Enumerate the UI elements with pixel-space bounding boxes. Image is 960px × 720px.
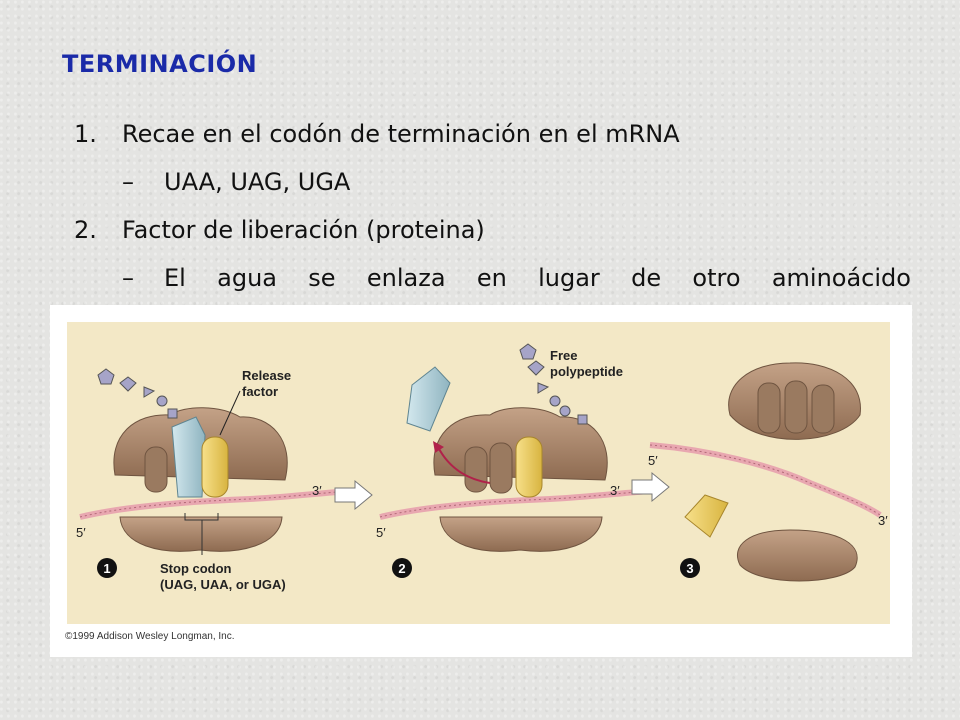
step-2-badge [392, 558, 412, 578]
stop-codon-label-2: (UAG, UAA, or UGA) [160, 577, 286, 592]
figure-credit: ©1999 Addison Wesley Longman, Inc. [65, 631, 235, 642]
release-factor-label-1: Release [242, 368, 291, 383]
slide-title: TERMINACIÓN [62, 50, 258, 78]
five-prime-label: 5′ [76, 525, 86, 540]
list-text: El agua se enlaza en lugar de otro amino… [164, 264, 911, 292]
step-3-large-subunit [728, 362, 861, 440]
list-text: UAA, UAG, UGA [164, 168, 351, 196]
step-1-number: 1 [103, 561, 110, 576]
word: de [631, 264, 662, 292]
word: aminoácido [771, 264, 911, 292]
list-number: 1. [74, 120, 97, 148]
step-2-number: 2 [398, 561, 405, 576]
word: enlaza [366, 264, 446, 292]
list-number: 2. [74, 216, 97, 244]
word: otro [692, 264, 741, 292]
step-2-mrna-bases [379, 490, 651, 518]
step-1-badge [97, 558, 117, 578]
list-dash: – [122, 264, 134, 292]
step-3-mrna [649, 442, 882, 518]
three-prime-label: 3′ [878, 513, 888, 528]
free-polypeptide-label-2: polypeptide [550, 364, 623, 379]
list-dash: – [122, 168, 134, 196]
step-1-polypeptide [97, 368, 178, 419]
release-factor-label-2: factor [242, 384, 278, 399]
step-2-free-polypeptide [519, 343, 588, 425]
step-3-mrna-bases [649, 444, 881, 516]
translation-termination-figure: Release factor 3′ 5′ Stop codon (UAG, UA… [50, 305, 912, 657]
word: El [164, 264, 186, 292]
step-3-badge [680, 558, 700, 578]
word: en [476, 264, 507, 292]
three-prime-label: 3′ [312, 483, 322, 498]
step-1-release-factor [201, 436, 229, 498]
arrow-step-1-to-2 [334, 479, 373, 511]
list-text: Factor de liberación (proteina) [122, 216, 485, 244]
step-2-released-trna [406, 366, 451, 432]
free-polypeptide-label-1: Free [550, 348, 577, 363]
three-prime-label: 3′ [610, 483, 620, 498]
termination-diagram: Release factor 3′ 5′ Stop codon (UAG, UA… [76, 343, 888, 592]
stop-codon-label-1: Stop codon [160, 561, 232, 576]
step-2-exit-arrow [437, 446, 491, 484]
word: se [308, 264, 336, 292]
step-3-small-subunit [737, 529, 858, 582]
word: agua [217, 264, 277, 292]
step-1-mrna-bases [79, 490, 351, 518]
five-prime-label: 5′ [648, 453, 658, 468]
step-3-number: 3 [686, 561, 693, 576]
step-3-release-factor [684, 494, 729, 538]
list-text: Recae en el codón de terminación en el m… [122, 120, 680, 148]
five-prime-label: 5′ [376, 525, 386, 540]
step-1-trna [171, 416, 206, 498]
arrow-step-2-to-3 [631, 471, 670, 503]
step-2-release-factor [515, 436, 543, 498]
word: lugar [538, 264, 600, 292]
